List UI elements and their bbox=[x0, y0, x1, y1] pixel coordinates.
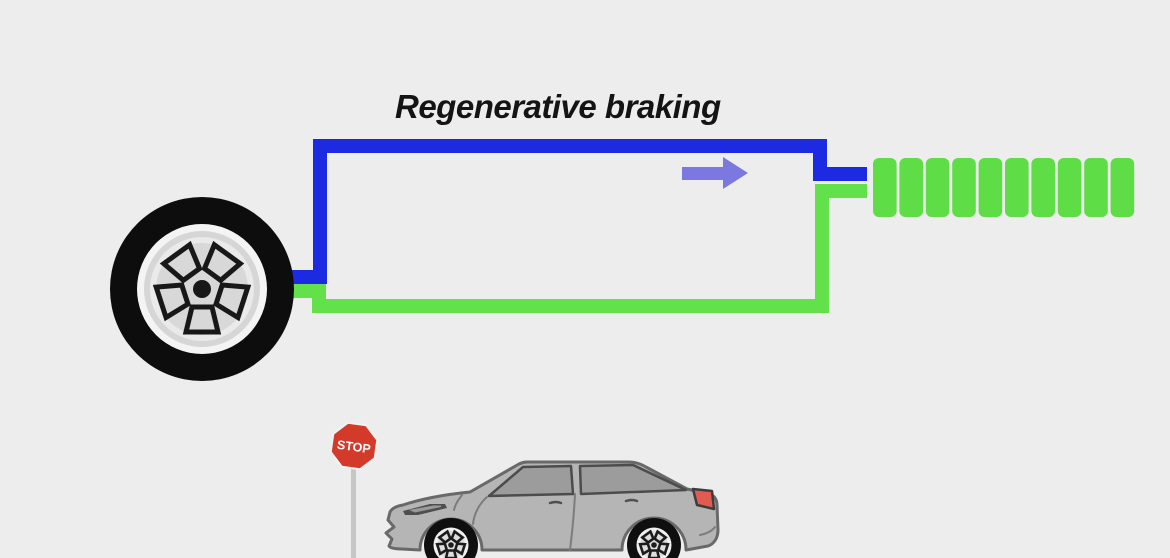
car-window-front bbox=[487, 464, 575, 498]
battery-segment bbox=[873, 158, 897, 217]
battery-segment bbox=[952, 158, 976, 217]
car-taillight bbox=[691, 487, 716, 511]
battery-segment bbox=[1084, 158, 1108, 217]
car-window-rear bbox=[578, 463, 688, 496]
sign-pole bbox=[351, 469, 356, 558]
diagram-title: Regenerative braking bbox=[395, 88, 721, 125]
battery-segment bbox=[978, 158, 1003, 217]
car-door-seam bbox=[569, 493, 576, 551]
battery-segments bbox=[873, 158, 1135, 217]
wheel-hub bbox=[193, 280, 211, 298]
blue-wire bbox=[290, 139, 867, 284]
battery-segment bbox=[1031, 158, 1055, 217]
green-wire bbox=[290, 184, 867, 313]
battery-segment bbox=[1110, 158, 1135, 217]
car-front-seam bbox=[472, 496, 488, 525]
stop-sign-label: STOP bbox=[336, 438, 371, 457]
battery-segment bbox=[899, 158, 923, 217]
car-door-handle bbox=[548, 500, 563, 505]
car-illustration bbox=[384, 460, 720, 558]
stop-sign-icon: STOP bbox=[329, 421, 379, 471]
battery-segment bbox=[925, 158, 950, 217]
wheel-spokes bbox=[152, 240, 252, 335]
battery-segment bbox=[1005, 158, 1029, 217]
car-door-handle bbox=[624, 498, 639, 503]
battery-segment bbox=[1057, 158, 1082, 217]
flow-arrow-icon bbox=[682, 157, 748, 189]
wheel-icon bbox=[110, 197, 294, 381]
